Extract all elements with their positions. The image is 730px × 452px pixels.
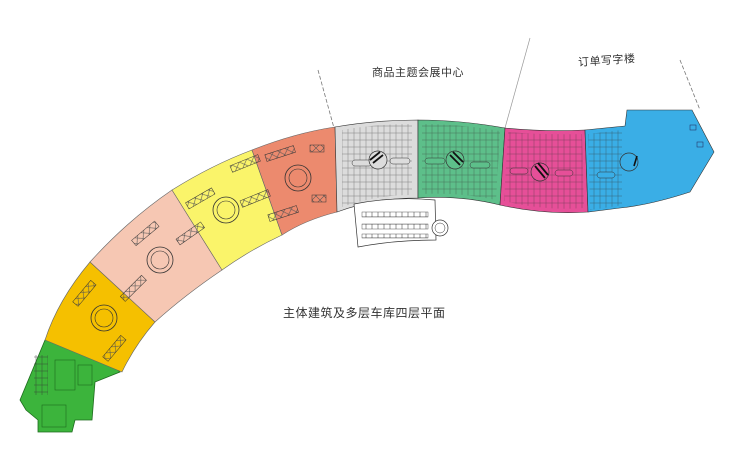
ramp-markings [72,144,327,362]
main-plan-caption: 主体建筑及多层车库四层平面 [283,306,446,320]
expo-center-label: 商品主题会展中心 [372,66,464,79]
leader-line-office-right [679,59,701,111]
blue-parking-zone [584,109,715,213]
magenta-parking-zone [499,127,589,213]
teal-parking-zone [417,119,506,206]
white-annex [353,198,449,248]
grey-parking-zone [334,119,419,213]
leader-line-expo [317,69,335,129]
leader-line-office-left [504,37,531,129]
